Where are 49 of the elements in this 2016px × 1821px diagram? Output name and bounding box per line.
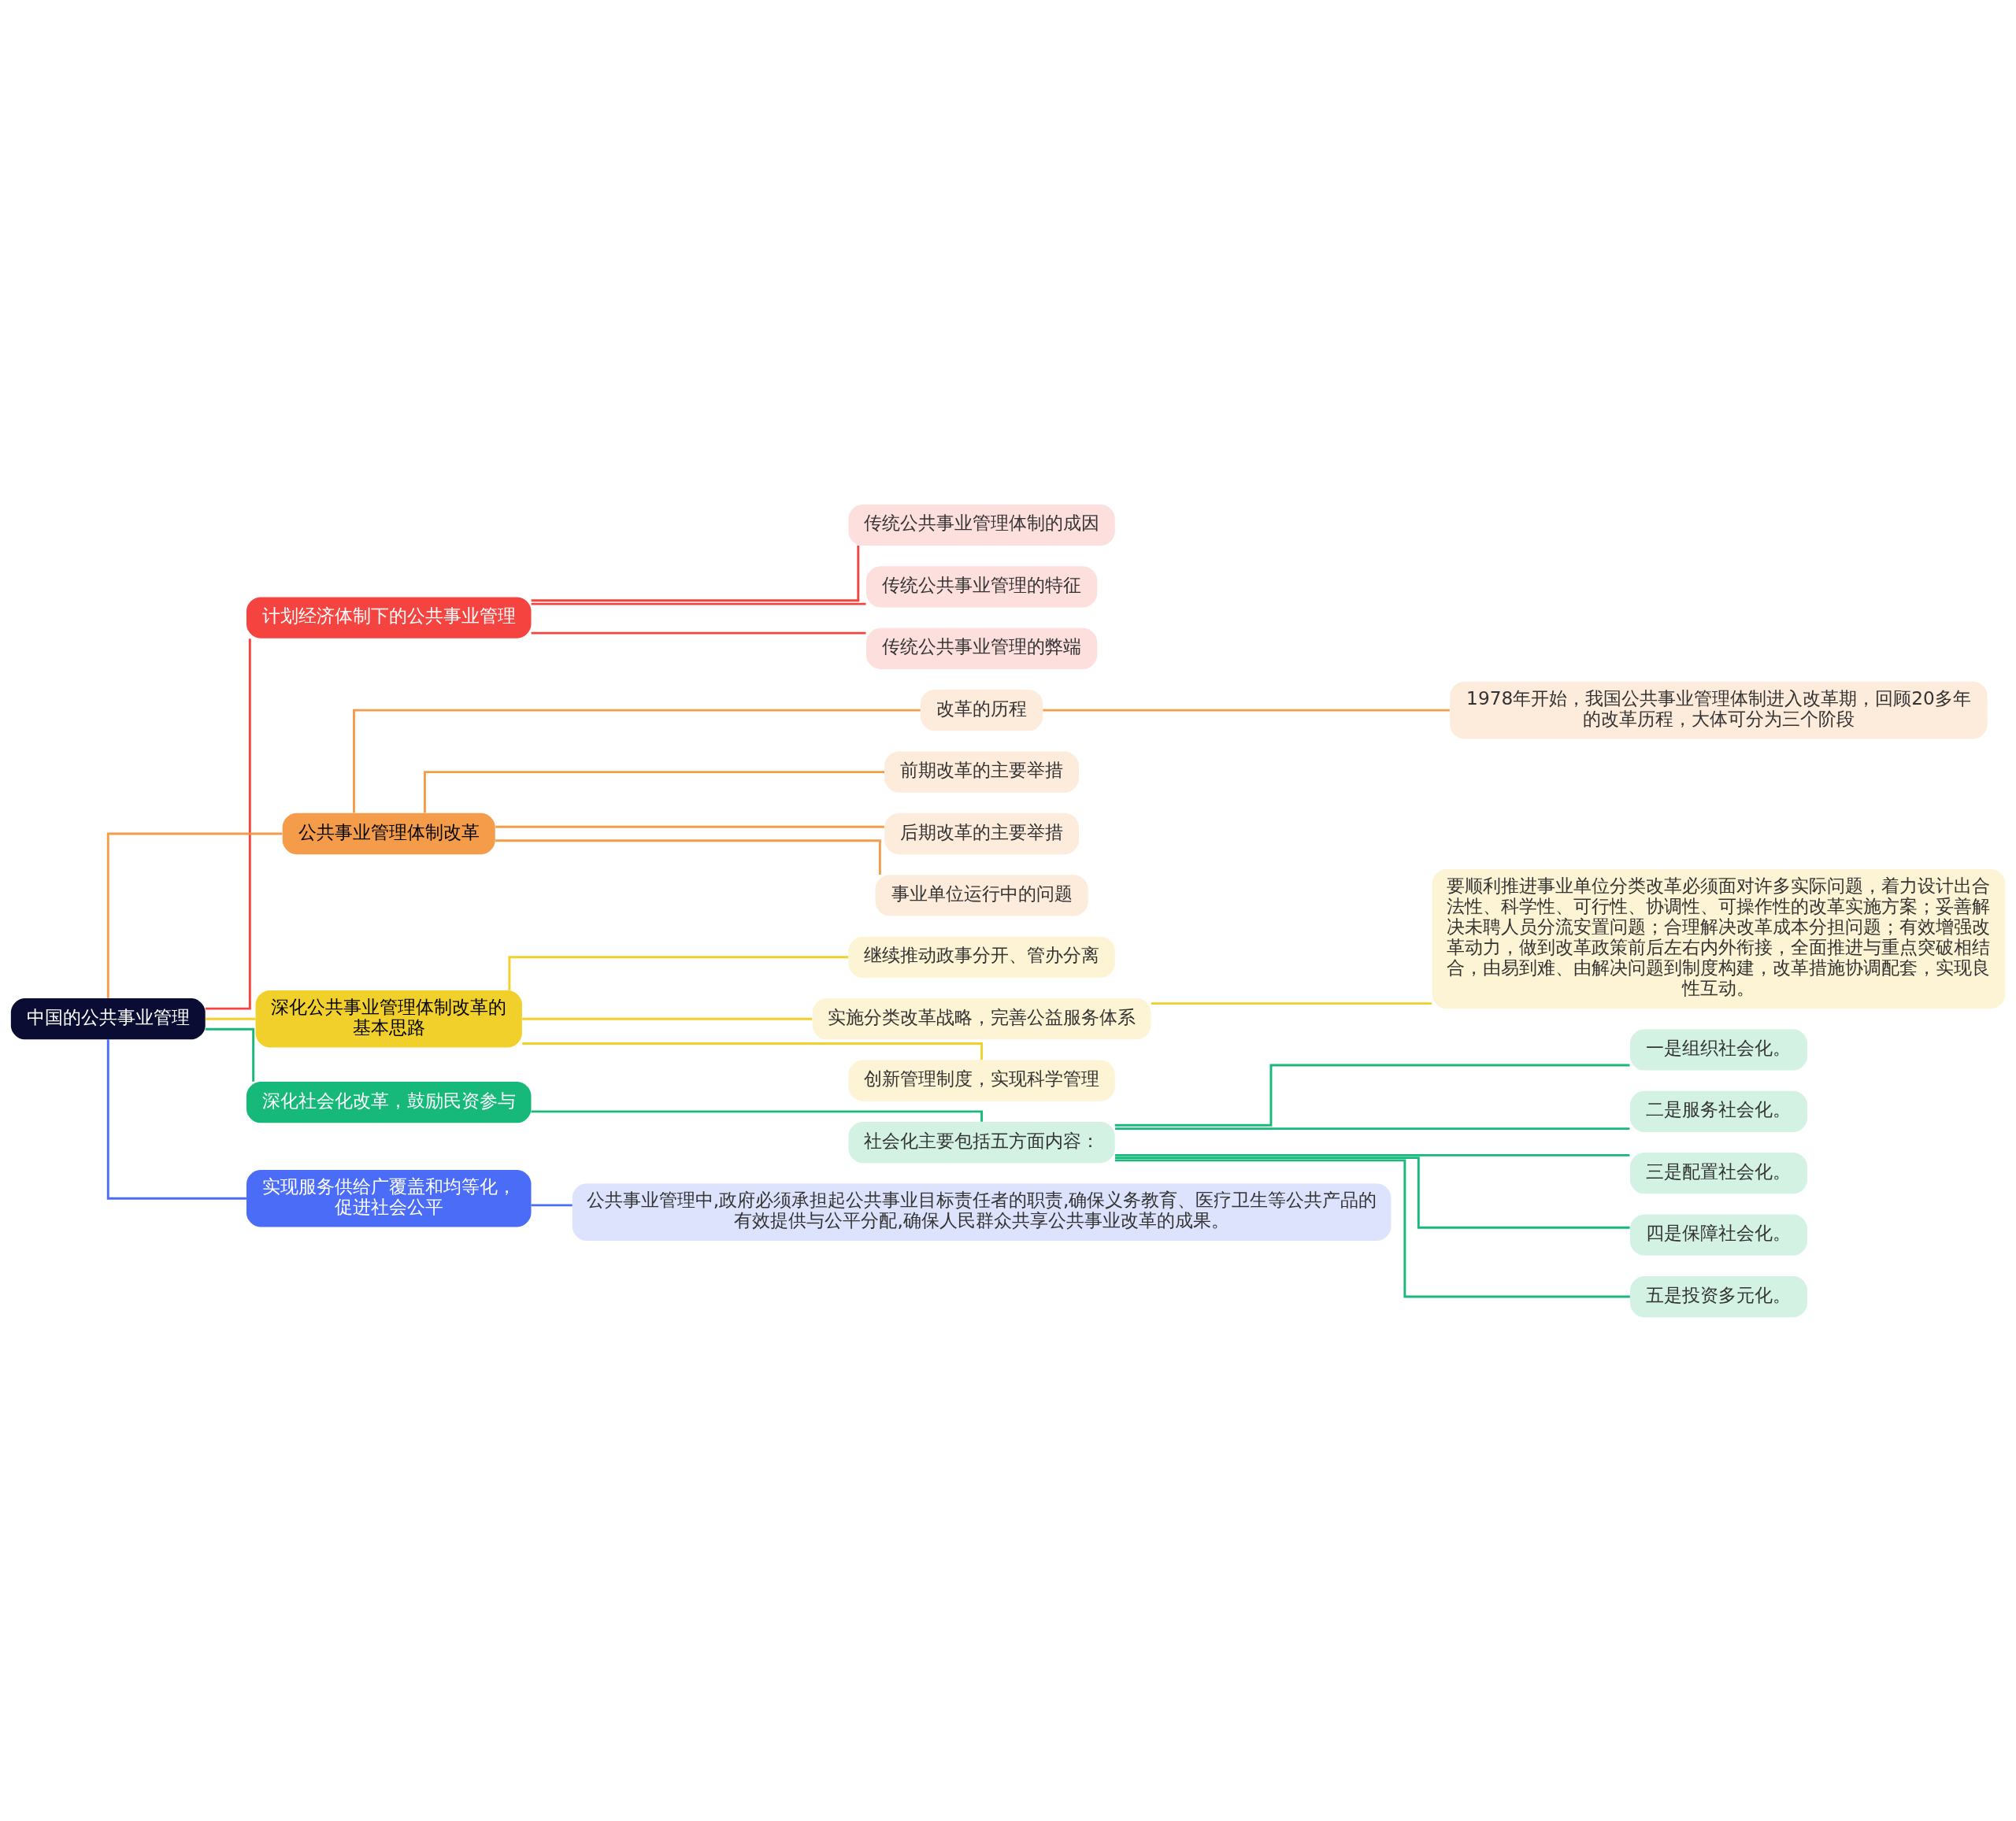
connector [508,955,849,990]
connector [531,602,866,605]
connector [1115,1127,1630,1130]
connector [205,1027,255,1082]
connector [1115,1156,1630,1229]
connector [522,1042,984,1060]
node-box: 事业单位运行中的问题 [875,874,1088,916]
connector [424,770,884,812]
node-box: 四是保障社会化。 [1629,1214,1807,1256]
connector [531,1203,573,1206]
connector [353,709,921,812]
node-box: 实现服务供给广覆盖和均等化，促进社会公平 [246,1169,532,1227]
node-box: 1978年开始，我国公共事业管理体制进入改革期，回顾20多年的改革历程，大体可分为三个阶段 [1450,681,1988,738]
node-box: 社会化主要包括五方面内容： [848,1121,1115,1163]
node-box: 继续推动政事分开、管办分离 [848,936,1115,978]
connector [1151,1001,1432,1005]
node-box: 创新管理制度，实现科学管理 [848,1060,1115,1101]
node-box: 要顺利推进事业单位分类改革必须面对许多实际问题，着力设计出合法性、科学性、可行性、协调性、可操作性的改革实施方案；妥善解决未聘人员分流安置问题；合理解决改革成本分担问题；有效增强改革动力，做到改革政策前后左右内外衔接，全面推进与重点突破相结合，由易到难、由解决问题到制度构建，改革措施协调配套，实现良性互动。 [1432,868,2006,1009]
node-box: 传统公共事业管理体制的成因 [848,504,1115,546]
node-box: 实施分类改革战略，完善公益服务体系 [812,997,1151,1039]
node-box: 五是投资多元化。 [1629,1275,1807,1317]
node-box: 前期改革的主要举措 [884,750,1080,793]
connector [531,1109,984,1122]
connector [522,1017,813,1020]
connector [106,1038,246,1200]
node-box: 一是组织社会化。 [1629,1028,1807,1071]
node-box: 改革的历程 [920,689,1043,731]
connector [495,825,884,828]
node-box: 深化社会化改革，鼓励民资参与 [246,1081,532,1123]
connector [1043,709,1450,712]
connector [1114,1158,1630,1297]
node-box: 中国的公共事业管理 [10,997,206,1039]
connector [106,832,283,998]
connector [1114,1064,1630,1127]
connector [1115,1153,1630,1157]
connector [205,1017,256,1020]
node-box: 传统公共事业管理的特征 [865,565,1098,607]
node-box: 公共事业管理中,政府必须承担起公共事业目标责任者的职责,确保义务教育、医疗卫生等公共产品的有效提供与公平分配,确保人民群众共享公共事业改革的成果。 [572,1183,1392,1241]
node-box: 计划经济体制下的公共事业管理 [246,596,532,638]
node-box: 公共事业管理体制改革 [282,812,495,854]
node-box: 深化公共事业管理体制改革的基本思路 [255,990,522,1047]
node-box: 传统公共事业管理的弊端 [865,627,1098,669]
connector [495,838,881,875]
connector [205,638,251,1010]
node-box: 三是配置社会化。 [1629,1152,1807,1194]
connector [531,631,866,635]
connector [531,545,860,601]
node-box: 二是服务社会化。 [1629,1090,1807,1132]
node-box: 后期改革的主要举措 [884,812,1080,854]
